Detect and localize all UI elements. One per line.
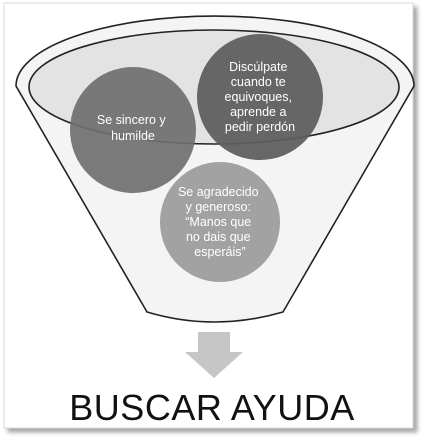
item-apologize-label: Discúlpate cuando te equivoques, aprende…: [225, 60, 296, 134]
item-grateful-line-1: Se agradecido: [178, 185, 259, 199]
item-humble: Se sincero y humilde: [70, 67, 196, 193]
item-apologize-circle: [197, 34, 323, 160]
item-grateful-line-5: esperáis”: [194, 245, 245, 259]
item-apologize: Discúlpate cuando te equivoques, aprende…: [197, 34, 323, 160]
item-humble-circle: [70, 67, 196, 193]
item-grateful: Se agradecido y generoso: “Manos que no …: [160, 162, 280, 282]
item-grateful-line-2: y generoso:: [186, 200, 251, 214]
item-apologize-line-1: Discúlpate: [229, 60, 287, 74]
item-humble-label: Se sincero y humilde: [97, 113, 169, 143]
item-grateful-line-3: “Manos que: [185, 215, 251, 229]
item-grateful-label: Se agradecido y generoso: “Manos que no …: [178, 185, 262, 259]
item-humble-line-1: Se sincero y: [97, 113, 167, 127]
result-label: BUSCAR AYUDA: [69, 387, 354, 428]
item-grateful-line-4: no dais que: [186, 230, 251, 244]
item-apologize-line-5: pedir perdón: [225, 120, 295, 134]
item-grateful-circle: [160, 162, 280, 282]
item-apologize-line-4: aprende a: [230, 105, 286, 119]
item-humble-line-2: humilde: [111, 129, 155, 143]
down-arrow-icon: [185, 332, 243, 378]
item-apologize-line-2: cuando te: [231, 75, 286, 89]
item-apologize-line-3: equivoques,: [225, 90, 292, 104]
